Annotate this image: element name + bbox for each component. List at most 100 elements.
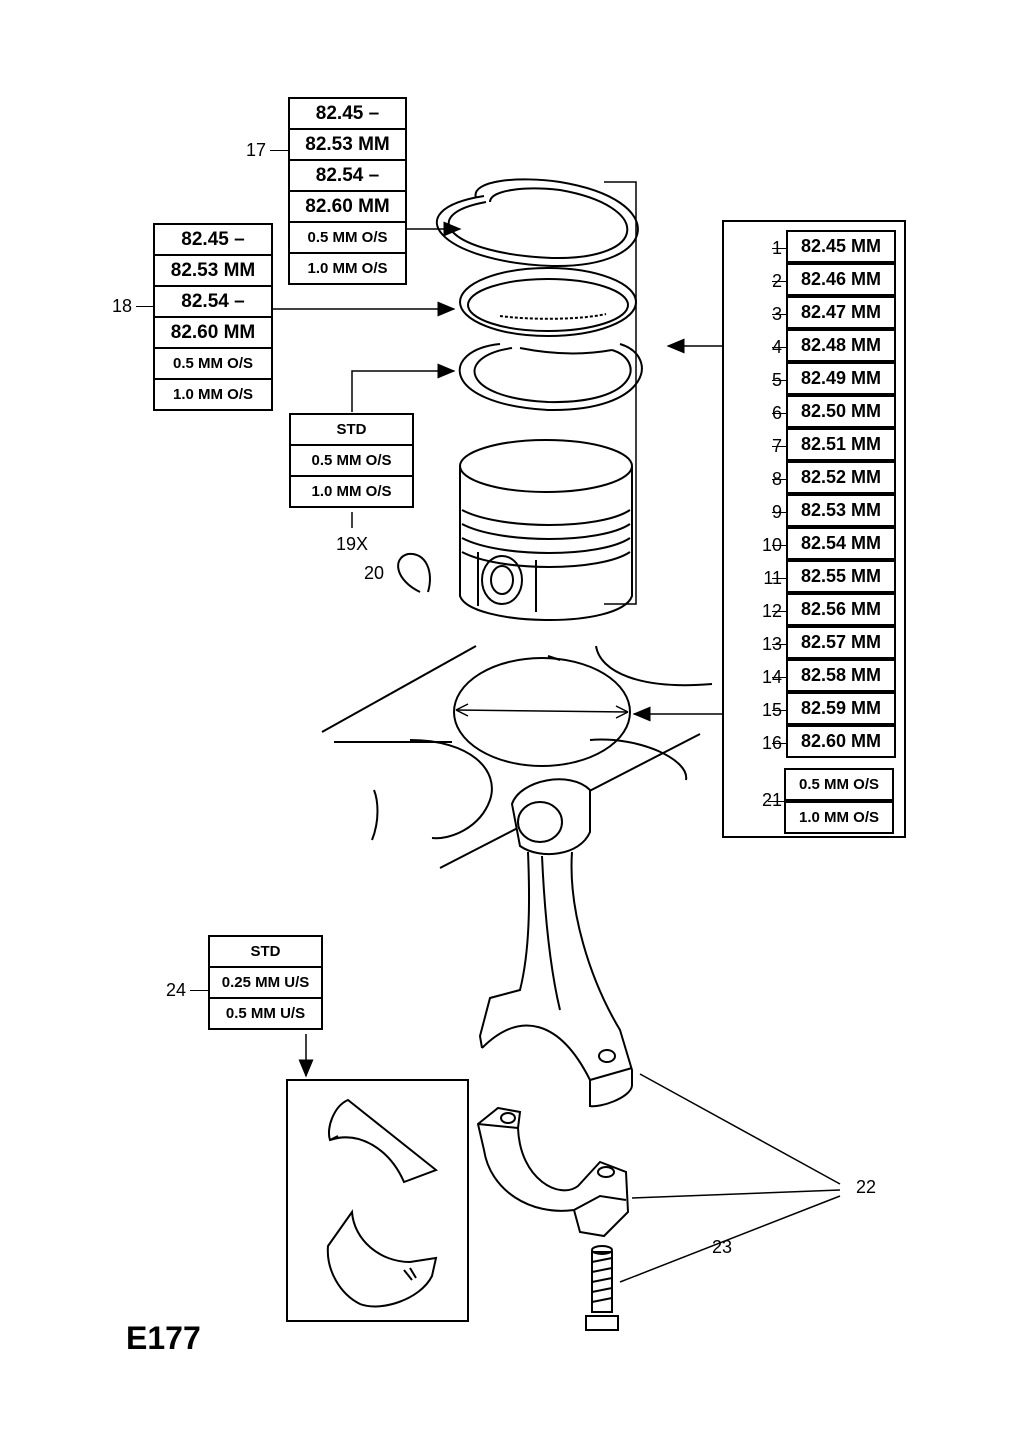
callout-18-tick — [136, 306, 153, 307]
callout-17: 17 — [246, 140, 267, 160]
connecting-rod — [478, 778, 633, 1108]
size-number: 14 — [761, 667, 782, 687]
piston-ring-top — [435, 178, 639, 268]
size-tick — [772, 479, 786, 480]
table-cell: 0.5 MM O/S — [289, 444, 414, 477]
connecting-rod-cap — [476, 1106, 630, 1238]
size-value: 82.51 MM — [786, 428, 896, 461]
leader-lines — [272, 181, 841, 1283]
callout-17-tick — [270, 150, 288, 151]
circlip — [397, 552, 431, 593]
size-value: 82.60 MM — [786, 725, 896, 758]
size-value: 82.52 MM — [786, 461, 896, 494]
size-value: 82.57 MM — [786, 626, 896, 659]
piston-ring-middle — [459, 267, 637, 337]
piston-ring-bottom — [458, 343, 643, 412]
size-tick — [772, 347, 786, 348]
size-tick — [772, 512, 786, 513]
size-tick — [772, 248, 786, 249]
table-cell: 1.0 MM O/S — [288, 252, 407, 285]
table-cell: 0.5 MM U/S — [208, 997, 323, 1030]
table-ring-19x: STD 0.5 MM O/S 1.0 MM O/S — [289, 413, 414, 508]
size-tick — [772, 314, 786, 315]
bearing-box — [286, 1079, 469, 1322]
size-number: 13 — [761, 634, 782, 654]
size-tick — [772, 446, 786, 447]
size-value: 82.58 MM — [786, 659, 896, 692]
table-cell: 82.45 – — [288, 97, 407, 130]
size-tick — [772, 743, 786, 744]
table-ring-18: 82.45 – 82.53 MM 82.54 – 82.60 MM 0.5 MM… — [153, 223, 273, 411]
oversize-value: 1.0 MM O/S — [784, 801, 894, 834]
size-number: 15 — [761, 700, 782, 720]
table-ring-17: 82.45 – 82.53 MM 82.54 – 82.60 MM 0.5 MM… — [288, 97, 407, 285]
size-value: 82.49 MM — [786, 362, 896, 395]
table-cell: STD — [208, 935, 323, 968]
callout-24-tick — [190, 990, 208, 991]
size-tick — [772, 677, 786, 678]
cap-bolt — [585, 1245, 619, 1331]
callout-23: 23 — [712, 1237, 733, 1257]
size-value: 82.48 MM — [786, 329, 896, 362]
table-cell: 1.0 MM O/S — [153, 378, 273, 411]
size-number: 10 — [761, 535, 782, 555]
table-cell: 82.45 – — [153, 223, 273, 256]
oversize-tick — [768, 801, 784, 802]
size-value: 82.47 MM — [786, 296, 896, 329]
table-cell: 82.54 – — [153, 285, 273, 318]
size-value: 82.55 MM — [786, 560, 896, 593]
callout-20: 20 — [364, 563, 385, 583]
table-cell: 0.25 MM U/S — [208, 966, 323, 999]
bearing-shells — [326, 1098, 439, 1308]
callout-22: 22 — [856, 1177, 877, 1197]
callout-24: 24 — [166, 980, 187, 1000]
callout-21: 21 — [761, 790, 782, 810]
size-tick — [772, 710, 786, 711]
size-value: 82.46 MM — [786, 263, 896, 296]
table-cell: 1.0 MM O/S — [289, 475, 414, 508]
callout-18: 18 — [112, 296, 133, 316]
table-cell: 0.5 MM O/S — [153, 347, 273, 380]
table-cell: STD — [289, 413, 414, 446]
size-tick — [772, 578, 786, 579]
size-value: 82.54 MM — [786, 527, 896, 560]
callout-19x: 19X — [336, 534, 369, 554]
table-cell: 0.5 MM O/S — [288, 221, 407, 254]
size-number: 12 — [761, 601, 782, 621]
oversize-value: 0.5 MM O/S — [784, 768, 894, 801]
table-cell: 82.60 MM — [288, 190, 407, 223]
table-cell: 82.53 MM — [288, 128, 407, 161]
table-bearing-24: STD 0.25 MM U/S 0.5 MM U/S — [208, 935, 323, 1030]
size-tick — [772, 413, 786, 414]
size-number: 16 — [761, 733, 782, 753]
size-tick — [772, 380, 786, 381]
size-value: 82.45 MM — [786, 230, 896, 263]
table-cell: 82.53 MM — [153, 254, 273, 287]
table-cell: 82.60 MM — [153, 316, 273, 349]
size-tick — [772, 545, 786, 546]
size-tick — [772, 281, 786, 282]
size-value: 82.50 MM — [786, 395, 896, 428]
piston — [459, 439, 633, 621]
size-value: 82.59 MM — [786, 692, 896, 725]
table-cell: 82.54 – — [288, 159, 407, 192]
size-tick — [772, 611, 786, 612]
